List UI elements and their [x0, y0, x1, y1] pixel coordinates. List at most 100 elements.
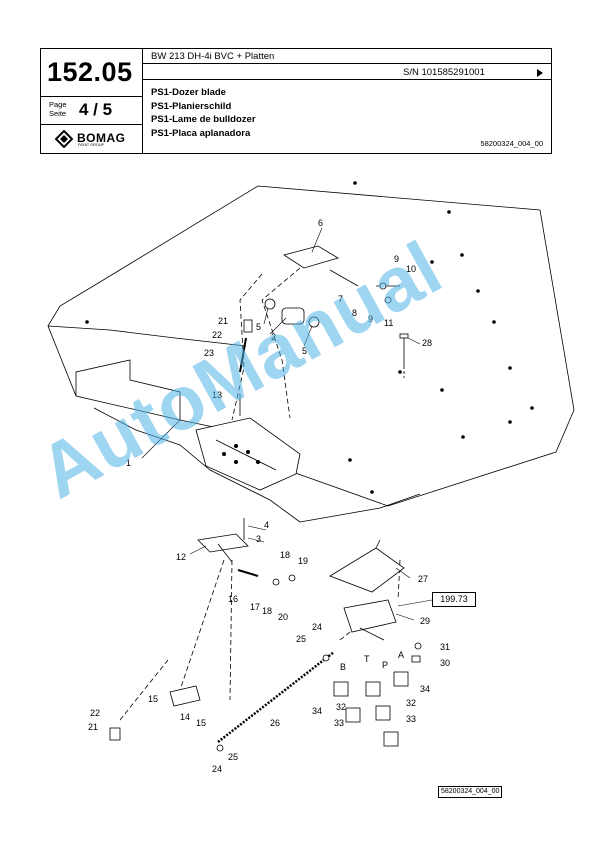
serial-cell: S/N 101585291001 [143, 64, 551, 80]
part-6-plate [283, 245, 339, 269]
part-18-washer [272, 578, 280, 586]
callout-34b: 34 [420, 684, 430, 694]
port-p-label: P [382, 660, 388, 670]
callout-23: 23 [204, 348, 214, 358]
callout-3: 3 [256, 534, 261, 544]
callout-14: 14 [180, 712, 190, 722]
part-29-stem [359, 627, 385, 641]
callout-33b: 33 [406, 714, 416, 724]
title-de: PS1-Planierschild [151, 100, 232, 112]
callout-30: 30 [440, 658, 450, 668]
part-5-bush-b [308, 316, 320, 328]
callout-22a: 22 [212, 330, 222, 340]
callout-31: 31 [440, 642, 450, 652]
title-list: PS1-Dozer blade PS1-Planierschild PS1-La… [151, 86, 256, 140]
serial-number: S/N 101585291001 [403, 67, 485, 78]
leader-lines [141, 227, 433, 621]
callout-9b: 9 [368, 314, 373, 324]
reference-box[interactable]: 199.73 [432, 592, 476, 607]
callout-25a: 25 [296, 634, 306, 644]
callout-17: 17 [250, 602, 260, 612]
port-a-label: A [398, 650, 404, 660]
title-fr: PS1-Lame de bulldozer [151, 114, 256, 125]
part-29-valve [343, 599, 397, 633]
part-9-washer [379, 282, 387, 290]
callout-20: 20 [278, 612, 288, 622]
frame-lower [93, 407, 301, 523]
callout-4: 4 [264, 520, 269, 530]
callout-15b: 15 [196, 718, 206, 728]
part-23-pin [239, 337, 247, 373]
part-28-head [399, 333, 409, 339]
part-30-bolt [411, 655, 421, 663]
part-31-washer [414, 642, 422, 650]
callout-labels: 1 2 3 4 5 5 6 7 8 9 9 10 11 12 13 14 15 … [88, 218, 450, 774]
hydraulic-fittings [333, 671, 409, 747]
part-26-cable [217, 651, 335, 743]
page-number: 152.05 [47, 57, 133, 87]
callout-7: 7 [338, 294, 343, 304]
frame-edge [75, 359, 181, 420]
callout-34a: 34 [312, 706, 322, 716]
callout-1: 1 [126, 458, 131, 468]
port-t-label: T [364, 654, 370, 664]
model-cell: BW 213 DH-4i BVC + Platten [143, 49, 551, 64]
title-cell: PS1-Dozer blade PS1-Planierschild PS1-La… [143, 80, 551, 153]
mount-line [215, 439, 277, 471]
arrow-right-icon [537, 69, 543, 77]
callout-21b: 21 [88, 722, 98, 732]
callout-19: 19 [298, 556, 308, 566]
callout-26: 26 [270, 718, 280, 728]
part-2-block [281, 307, 305, 325]
header-table: 152.05 Page Seite 4 / 5 BOMAG FAYAT GROU… [40, 48, 552, 154]
plate-holes [85, 181, 534, 494]
callout-18b: 18 [262, 606, 272, 616]
callout-22b: 22 [90, 708, 100, 718]
callout-32a: 32 [336, 702, 346, 712]
callout-2: 2 [271, 332, 276, 342]
logo-text: BOMAG [77, 131, 126, 145]
title-en: PS1-Dozer blade [151, 87, 226, 98]
callout-18a: 18 [280, 550, 290, 560]
part-14-bracket [169, 685, 201, 707]
callout-16: 16 [228, 594, 238, 604]
callout-11: 11 [384, 318, 393, 328]
footer-reference: 58200324_004_00 [438, 786, 503, 798]
callout-8: 8 [352, 308, 357, 318]
callout-24b: 24 [212, 764, 222, 774]
bomag-logo-icon [55, 130, 73, 148]
frame-step [47, 325, 247, 347]
part-5-bush-a [264, 298, 276, 310]
part-25-ring [322, 654, 330, 662]
callout-5a: 5 [256, 322, 261, 332]
assembly-lines [119, 267, 401, 721]
callout-28-label: 28 [422, 338, 432, 348]
part-21-fitting-top [243, 319, 253, 333]
part-27-bracket [329, 547, 405, 593]
page-cell: Page Seite 4 / 5 [41, 97, 143, 125]
part-21-fitting-bottom [109, 727, 121, 741]
part-19-nut [288, 574, 296, 582]
part-11-nut [384, 296, 392, 304]
part-12-bracket [197, 533, 249, 553]
callout-25b: 25 [228, 752, 238, 762]
callout-29: 29 [420, 616, 430, 626]
model-name: BW 213 DH-4i BVC + Platten [151, 51, 275, 62]
part-12-arm [217, 543, 233, 563]
callout-10: 10 [406, 264, 416, 274]
page-label: Page Seite [49, 100, 67, 118]
logo-subtext: FAYAT GROUP [78, 143, 105, 147]
frame-lower-edge [299, 493, 421, 523]
callout-32b: 32 [406, 698, 416, 708]
part-7-pin [329, 269, 359, 287]
callout-33a: 33 [334, 718, 344, 728]
callout-9a: 9 [394, 254, 399, 264]
callout-24a: 24 [312, 622, 322, 632]
callout-21a: 21 [218, 316, 228, 326]
callout-15a: 15 [148, 694, 158, 704]
doc-reference: 58200324_004_00 [480, 139, 543, 148]
title-es: PS1-Placa aplanadora [151, 127, 251, 139]
page-value: 4 / 5 [79, 100, 113, 119]
part-16-pin [237, 569, 259, 577]
